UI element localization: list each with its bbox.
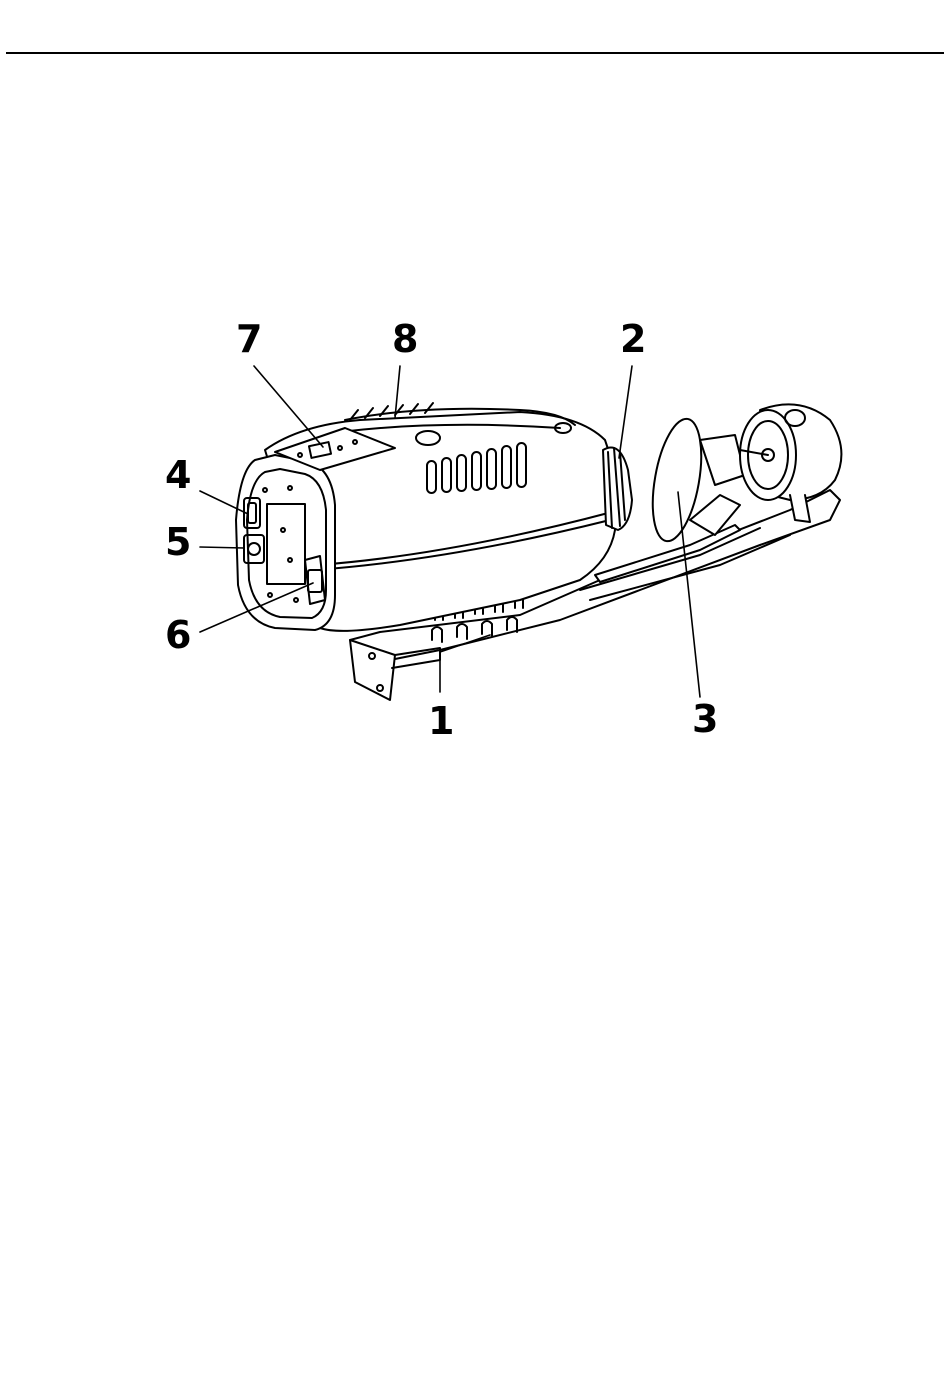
callout-8: 8 (392, 317, 418, 361)
callout-2: 2 (620, 317, 646, 361)
callout-7: 7 (236, 317, 262, 361)
callout-5: 5 (165, 520, 191, 564)
callout-3: 3 (692, 697, 718, 741)
lens-ring (603, 448, 632, 531)
rear-panel (236, 455, 335, 630)
mirror (645, 415, 745, 545)
callout-6: 6 (165, 613, 191, 657)
callout-1: 1 (428, 699, 454, 743)
callout-4: 4 (165, 453, 191, 497)
